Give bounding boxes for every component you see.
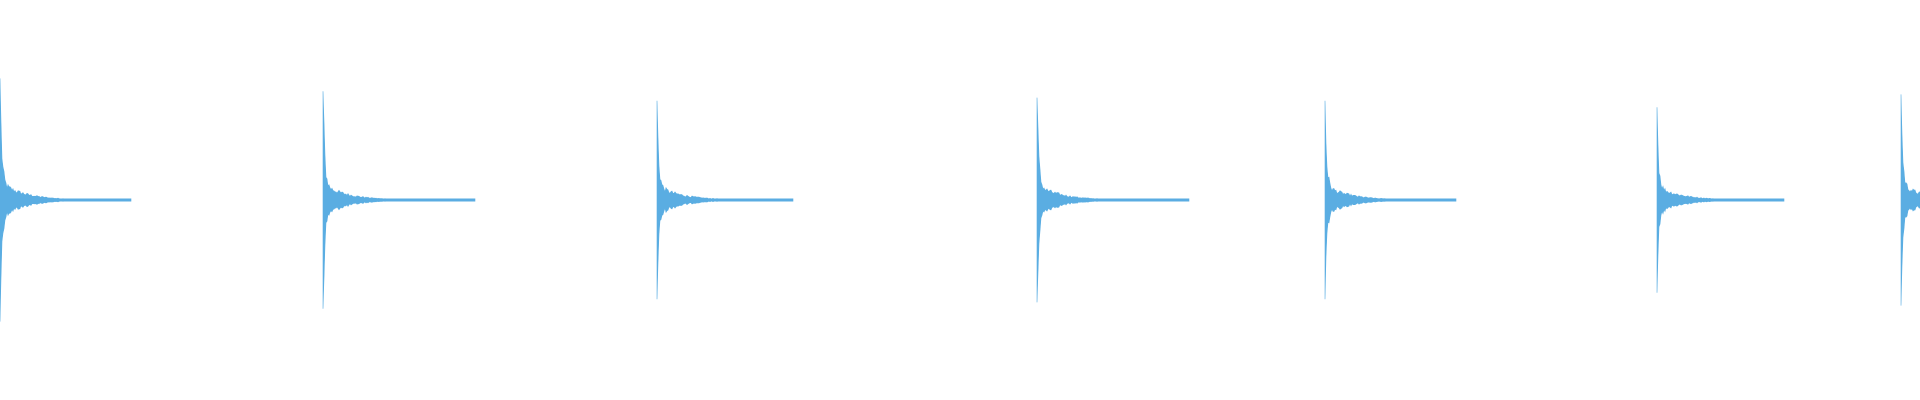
waveform-transient-4	[1036, 97, 1190, 303]
waveform-transient-7	[1900, 94, 1920, 306]
waveform-transient-5	[1324, 100, 1457, 300]
waveform-transient-1	[0, 78, 132, 322]
waveform-transient-3	[656, 100, 794, 300]
waveform-transient-6	[1656, 107, 1785, 293]
waveform-events	[0, 78, 1920, 322]
waveform-transient-2	[322, 91, 476, 309]
